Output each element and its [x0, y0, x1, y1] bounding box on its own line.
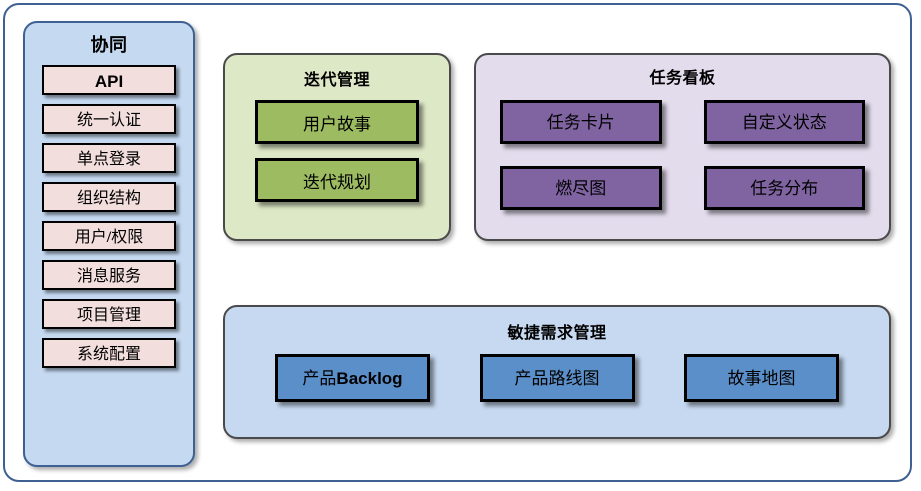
sidebar-item-org-structure[interactable]: 组织结构: [42, 182, 176, 212]
collaboration-item-list: API 统一认证 单点登录 组织结构 用户/权限 消息服务 项目管理 系统配置: [25, 65, 193, 368]
sidebar-item-user-permission-prefix: 用户: [74, 229, 107, 246]
taskboard-item-task-card[interactable]: 任务卡片: [500, 100, 662, 144]
panel-task-board-title: 任务看板: [649, 70, 716, 87]
sidebar-item-project-management[interactable]: 项目管理: [42, 299, 176, 329]
iteration-item-iteration-planning[interactable]: 迭代规划: [255, 158, 419, 202]
sidebar-item-user-permission-separator: /: [106, 229, 112, 246]
agile-item-product-backlog-prefix: 产品: [302, 369, 337, 388]
sidebar-item-user-permission-suffix: 权限: [111, 229, 144, 246]
panel-iteration-management-title: 迭代管理: [303, 72, 370, 89]
iteration-item-user-story[interactable]: 用户故事: [255, 100, 419, 144]
agile-item-product-roadmap[interactable]: 产品路线图: [479, 354, 635, 402]
taskboard-item-task-distribution[interactable]: 任务分布: [703, 166, 865, 210]
panel-collaboration: 协同 API 统一认证 单点登录 组织结构 用户/权限 消息服务 项目管理 系统…: [23, 21, 195, 467]
sidebar-item-system-config[interactable]: 系统配置: [42, 338, 176, 368]
panel-iteration-management: 迭代管理 用户故事 迭代规划: [223, 53, 451, 241]
taskboard-item-custom-status[interactable]: 自定义状态: [703, 100, 865, 144]
panel-collaboration-title: 协同: [90, 35, 128, 55]
sidebar-item-message-service[interactable]: 消息服务: [42, 260, 176, 290]
agile-requirements-item-list: 产品Backlog 产品路线图 故事地图: [225, 354, 889, 402]
panel-agile-requirements-title: 敏捷需求管理: [507, 325, 607, 342]
panel-task-board: 任务看板 任务卡片 自定义状态 燃尽图 任务分布: [474, 53, 891, 241]
iteration-item-list: 用户故事 迭代规划: [225, 100, 449, 202]
sidebar-item-api[interactable]: API: [42, 65, 176, 95]
panel-agile-requirements: 敏捷需求管理 产品Backlog 产品路线图 故事地图: [223, 305, 891, 439]
agile-item-story-map[interactable]: 故事地图: [684, 354, 839, 402]
sidebar-item-unified-auth[interactable]: 统一认证: [42, 104, 176, 134]
agile-item-product-backlog[interactable]: 产品Backlog: [275, 354, 430, 402]
taskboard-item-burndown-chart[interactable]: 燃尽图: [500, 166, 662, 210]
architecture-diagram: 协同 API 统一认证 单点登录 组织结构 用户/权限 消息服务 项目管理 系统…: [3, 3, 912, 482]
sidebar-item-single-sign-on[interactable]: 单点登录: [42, 143, 176, 173]
agile-item-product-backlog-suffix: Backlog: [336, 369, 403, 388]
task-board-item-list: 任务卡片 自定义状态 燃尽图 任务分布: [476, 100, 889, 210]
sidebar-item-user-permission[interactable]: 用户/权限: [42, 221, 176, 251]
